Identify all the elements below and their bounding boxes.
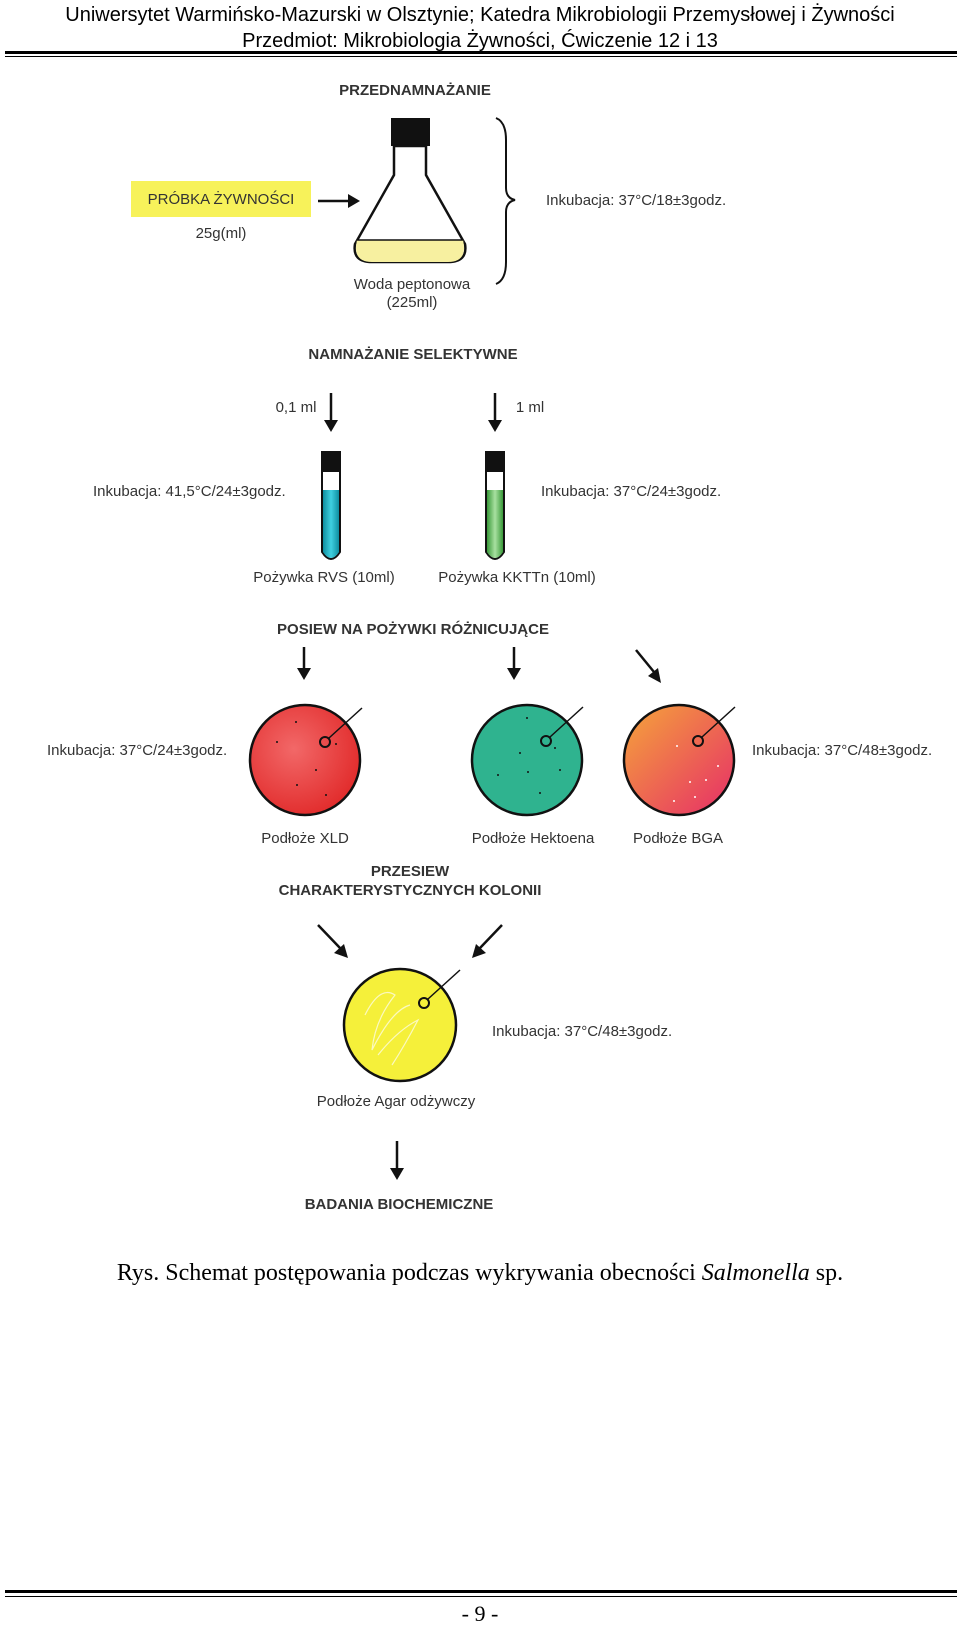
caption-italic: Salmonella: [701, 1260, 810, 1286]
incubation-kkttn: Inkubacja: 37°C/24±3godz.: [541, 483, 721, 500]
header-subject: Przedmiot: Mikrobiologia Żywności, Ćwicz…: [242, 30, 718, 52]
sample-label: PRÓBKA ŻYWNOŚCI: [148, 190, 295, 208]
flask-label-line2: (225ml): [387, 294, 438, 311]
arrow-diag-right: [472, 924, 503, 958]
header-rule-thin: [5, 56, 957, 57]
incubation-rvs: Inkubacja: 41,5°C/24±3godz.: [93, 483, 286, 500]
page-number: - 9 -: [461, 1601, 499, 1626]
header-institution: Uniwersytet Warmińsko-Mazurski w Olsztyn…: [65, 4, 895, 26]
stage4-title-line1: PRZESIEW: [371, 863, 450, 880]
plate-bga-label: Podłoże BGA: [633, 830, 723, 847]
stage2-title: NAMNAŻANIE SELEKTYWNE: [308, 346, 517, 363]
footer-rule-thick: [5, 1590, 957, 1593]
volume-right: 1 ml: [516, 399, 544, 416]
arrow-down-final: [390, 1141, 404, 1180]
arrow-diag-bga: [635, 649, 661, 683]
arrow-down-right-tube: [488, 393, 502, 432]
petri-dish-xld-icon: [248, 703, 363, 817]
header-rule-thick: [5, 51, 957, 54]
stage5-title: BADANIA BIOCHEMICZNE: [305, 1196, 494, 1213]
sample-amount: 25g(ml): [196, 225, 247, 242]
plate-agar-label: Podłoże Agar odżywczy: [317, 1093, 476, 1110]
caption-prefix: Rys. Schemat postępowania podczas wykryw…: [116, 1260, 702, 1286]
incubation-plates-left: Inkubacja: 37°C/24±3godz.: [47, 742, 227, 759]
caption-suffix: sp.: [809, 1260, 844, 1286]
incubation-1: Inkubacja: 37°C/18±3godz.: [546, 192, 726, 209]
incubation-plates-right: Inkubacja: 37°C/48±3godz.: [752, 742, 932, 759]
tube-left-label: Pożywka RVS (10ml): [253, 569, 394, 586]
figure-caption: Rys. Schemat postępowania podczas wykryw…: [0, 1260, 960, 1287]
salmonella-procedure-diagram: PRZEDNAMNAŻANIE PRÓBKA ŻYWNOŚCI 25g(ml) …: [47, 82, 932, 1213]
test-tube-rvs-icon: [321, 451, 341, 560]
arrow-diag-left: [317, 924, 348, 958]
sample-highlight: [131, 181, 311, 217]
stage1-title: PRZEDNAMNAŻANIE: [339, 82, 491, 99]
curly-brace-icon: [495, 117, 516, 285]
petri-dish-hektoen-icon: [470, 703, 584, 817]
volume-left: 0,1 ml: [276, 399, 317, 416]
test-tube-kkttn-icon: [485, 451, 505, 560]
arrow-down-left-tube: [324, 393, 338, 432]
arrow-down-xld: [297, 647, 311, 680]
petri-dish-bga-icon: [622, 703, 736, 817]
footer-rule-thin: [5, 1596, 957, 1597]
plate-hektoen-label: Podłoże Hektoena: [472, 830, 595, 847]
petri-dish-agar-icon: [342, 967, 461, 1083]
flask-label-line1: Woda peptonowa: [354, 276, 471, 293]
plate-xld-label: Podłoże XLD: [261, 830, 349, 847]
flask-icon: [353, 118, 467, 264]
arrow-sample-to-flask: [318, 194, 360, 208]
tube-right-label: Pożywka KKTTn (10ml): [438, 569, 596, 586]
incubation-agar: Inkubacja: 37°C/48±3godz.: [492, 1023, 672, 1040]
stage3-title: POSIEW NA POŻYWKI RÓŻNICUJĄCE: [277, 620, 549, 638]
arrow-down-hektoen: [507, 647, 521, 680]
stage4-title-line2: CHARAKTERYSTYCZNYCH KOLONII: [279, 882, 542, 899]
